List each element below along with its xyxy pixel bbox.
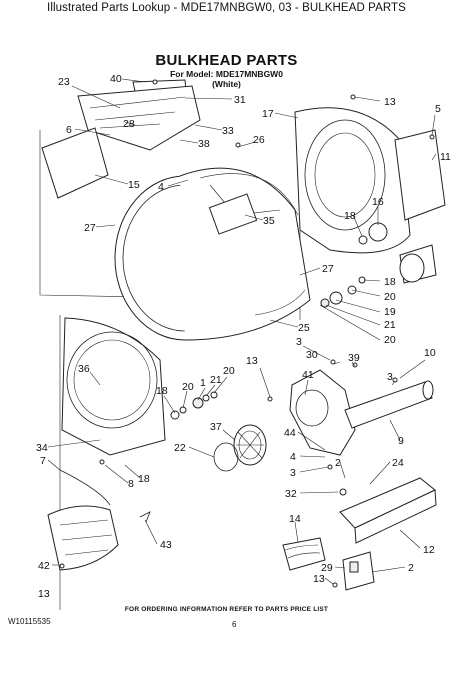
page-header: Illustrated Parts Lookup - MDE17MNBGW0, …: [47, 2, 406, 14]
page-number: 6: [232, 620, 237, 629]
leader-lines: [47, 78, 437, 585]
callout-17: 18: [344, 210, 356, 222]
callout-5: 33: [222, 125, 234, 137]
callout-29: 10: [424, 347, 436, 359]
callout-2: 31: [234, 94, 246, 106]
callout-25: 13: [246, 355, 258, 367]
callout-31: 18: [156, 385, 168, 397]
heater-box: [339, 477, 437, 544]
callout-34: 21: [210, 374, 222, 386]
callout-8: 26: [253, 134, 265, 146]
callout-3: 28: [123, 118, 135, 130]
callout-55: 29: [321, 562, 333, 574]
callout-23: 20: [384, 334, 396, 346]
thermostat-bracket: [342, 551, 375, 591]
blower-housing: [289, 369, 356, 456]
callout-38: 37: [210, 421, 222, 433]
blower-seal: [213, 442, 239, 472]
callout-32: 20: [182, 381, 194, 393]
callout-1: 40: [110, 73, 122, 85]
callout-16: 16: [372, 196, 384, 208]
callout-11: 35: [263, 215, 275, 227]
callout-14: 5: [435, 103, 441, 115]
callout-6: 38: [198, 138, 210, 150]
front-duct: [47, 505, 119, 571]
callout-35: 20: [223, 365, 235, 377]
callout-4: 6: [66, 124, 72, 136]
callout-24: 25: [298, 322, 310, 334]
callout-56: 2: [408, 562, 414, 574]
callout-27: 39: [348, 352, 360, 364]
idler-assembly: [358, 222, 437, 284]
heating-element: [282, 537, 326, 571]
callout-51: 14: [289, 513, 301, 525]
diagram-title: BULKHEAD PARTS: [155, 52, 298, 69]
callout-57: 13: [313, 573, 325, 585]
callout-13: 17: [262, 108, 274, 120]
model-label: For Model: MDE17MNBGW0: [170, 69, 283, 79]
callout-46: 34: [36, 442, 48, 454]
blower-wheel: [233, 424, 267, 466]
callout-0: 23: [58, 76, 70, 88]
callout-58: 13: [38, 588, 50, 600]
rear-support-parts: [320, 276, 366, 308]
callout-36: 41: [302, 369, 314, 381]
color-label: (White): [212, 79, 241, 89]
callout-53: 43: [160, 539, 172, 551]
callout-22: 21: [384, 319, 396, 331]
callout-52: 12: [423, 544, 435, 556]
heater-grill: [394, 129, 446, 221]
front-bulkhead: [61, 317, 166, 456]
callout-20: 20: [384, 291, 396, 303]
callout-54: 42: [38, 560, 50, 572]
callout-50: 32: [285, 488, 297, 500]
drum: [114, 167, 311, 341]
lint-housing: [77, 85, 201, 151]
callout-26: 30: [306, 349, 318, 361]
callout-7: 15: [128, 179, 140, 191]
callout-28: 3: [296, 336, 302, 348]
callout-21: 19: [384, 306, 396, 318]
callout-37: 3: [387, 371, 393, 383]
callout-45: 3: [290, 467, 296, 479]
lint-screen: [41, 127, 109, 199]
rear-bulkhead: [294, 107, 411, 254]
callout-15: 11: [440, 151, 451, 163]
callout-41: 44: [284, 427, 296, 439]
exhaust-duct: [344, 380, 434, 429]
callout-19: 18: [384, 276, 396, 288]
callout-9: 4: [158, 181, 164, 193]
front-roller-parts: [170, 391, 218, 420]
callout-48: 8: [128, 478, 134, 490]
callout-10: 27: [84, 222, 96, 234]
callout-43: 24: [392, 457, 404, 469]
callout-44: 4: [290, 451, 296, 463]
wire-harness: [59, 469, 151, 523]
callout-40: 9: [398, 435, 404, 447]
callout-49: 18: [138, 473, 150, 485]
document-code: W10115535: [8, 617, 51, 626]
callout-33: 1: [200, 377, 206, 389]
callout-18: 27: [322, 263, 334, 275]
callout-47: 7: [40, 455, 46, 467]
callout-42: 2: [335, 457, 341, 469]
callout-30: 36: [78, 363, 90, 375]
callout-labels: 23 40 31 28 6 33 38 15 26 4 27 35 13 17 …: [36, 73, 451, 600]
callout-39: 22: [174, 442, 186, 454]
callout-12: 13: [384, 96, 396, 108]
ordering-note: FOR ORDERING INFORMATION REFER TO PARTS …: [124, 606, 329, 613]
